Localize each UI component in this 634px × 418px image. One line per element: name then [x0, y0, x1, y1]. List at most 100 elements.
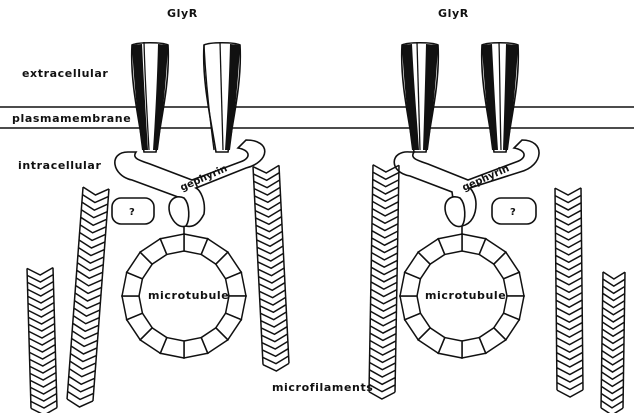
label-intracellular: intracellular	[18, 159, 101, 172]
label-extracellular: extracellular	[22, 67, 108, 80]
filament-chevron	[556, 330, 582, 337]
filament-chevron	[556, 255, 582, 262]
filament-chevron	[555, 218, 581, 225]
filament-chevron	[370, 348, 396, 355]
filament-chevron	[373, 179, 399, 186]
glyr-left-a	[132, 42, 169, 152]
filament-chevron	[557, 352, 583, 359]
label-plasmamembrane: plasmamembrane	[12, 112, 131, 125]
filament-chevron	[372, 223, 398, 230]
glyr-right-b	[482, 42, 519, 152]
glyr-left-b	[204, 42, 241, 152]
filament-edge	[581, 188, 583, 390]
filament-chevron	[371, 304, 397, 311]
microfilament	[27, 268, 57, 413]
filament-chevron	[555, 195, 581, 202]
filament-chevron	[557, 375, 583, 382]
filament-chevron	[555, 188, 581, 195]
filament-chevron	[603, 286, 625, 293]
label-microfilaments: microfilaments	[272, 381, 373, 394]
filament-chevron	[602, 329, 624, 336]
filament-chevron	[556, 315, 582, 322]
left-synapse: gephyrin ? microtubule	[112, 42, 265, 358]
filament-chevron	[556, 338, 582, 345]
filament-chevron	[370, 333, 396, 340]
filament-chevron	[601, 394, 623, 401]
microfilament	[555, 188, 583, 397]
filament-chevron	[556, 308, 582, 315]
filament-chevron	[557, 360, 583, 367]
filament-chevron	[371, 289, 397, 296]
label-glyr-left: GlyR	[167, 7, 198, 20]
microfilament	[67, 187, 109, 407]
filament-chevron	[83, 187, 109, 195]
filament-chevron	[371, 297, 397, 304]
filament-chevron	[372, 245, 398, 252]
filament-chevron	[555, 225, 581, 232]
microfilament	[369, 165, 399, 399]
glyr-right-a	[402, 42, 439, 152]
filament-chevron	[371, 267, 397, 274]
filament-chevron	[372, 209, 398, 216]
label-glyr-right: GlyR	[438, 7, 469, 20]
filament-chevron	[27, 268, 53, 275]
filament-chevron	[603, 293, 625, 300]
filament-chevron	[373, 187, 399, 194]
filament-chevron	[557, 345, 583, 352]
filament-chevron	[557, 382, 583, 389]
filament-chevron	[371, 275, 397, 282]
filament-chevron	[556, 240, 582, 247]
filament-chevron	[602, 315, 624, 322]
filament-chevron	[370, 326, 396, 333]
filament-chevron	[370, 319, 396, 326]
label-microtubule-right: microtubule	[425, 289, 506, 302]
filament-chevron	[556, 300, 582, 307]
filament-chevron	[601, 379, 623, 386]
filament-chevron	[603, 279, 625, 286]
filament-chevron	[370, 355, 396, 362]
filament-chevron	[372, 201, 398, 208]
filament-chevron	[373, 172, 399, 179]
filament-edge	[395, 165, 399, 392]
filament-chevron	[372, 194, 398, 201]
filament-chevron	[371, 282, 397, 289]
filament-chevron	[602, 336, 624, 343]
filament-chevron	[555, 210, 581, 217]
filament-chevron	[556, 285, 582, 292]
filament-chevron	[602, 372, 624, 379]
right-synapse: gephyrin ? microtubule	[394, 42, 539, 358]
filament-chevron	[370, 311, 396, 318]
microfilament	[253, 165, 289, 371]
label-gephyrin-right: gephyrin	[461, 163, 511, 193]
filament-chevron	[602, 322, 624, 329]
filament-chevron	[372, 216, 398, 223]
filament-edge	[93, 189, 109, 401]
filament-chevron	[369, 370, 395, 377]
filament-chevron	[602, 358, 624, 365]
filament-chevron	[602, 343, 624, 350]
filament-chevron	[372, 231, 398, 238]
filament-chevron	[372, 238, 398, 245]
filament-chevron	[557, 367, 583, 374]
filament-chevron	[556, 278, 582, 285]
gephyrin-left-stem	[169, 197, 189, 227]
filament-chevron	[602, 308, 624, 315]
filament-chevron	[602, 365, 624, 372]
filament-chevron	[371, 260, 397, 267]
filament-chevron	[253, 165, 279, 173]
filament-chevron	[557, 390, 583, 397]
filament-edge	[253, 167, 263, 365]
gephyrin-right-stem	[445, 197, 465, 227]
microfilament	[601, 272, 625, 413]
filament-chevron	[556, 263, 582, 270]
filament-edge	[279, 165, 289, 363]
filament-edge	[623, 272, 625, 408]
filament-chevron	[556, 293, 582, 300]
label-unknown-left: ?	[129, 207, 135, 218]
label-unknown-right: ?	[510, 207, 516, 218]
filament-chevron	[556, 270, 582, 277]
filament-chevron	[556, 323, 582, 330]
filament-chevron	[601, 386, 623, 393]
